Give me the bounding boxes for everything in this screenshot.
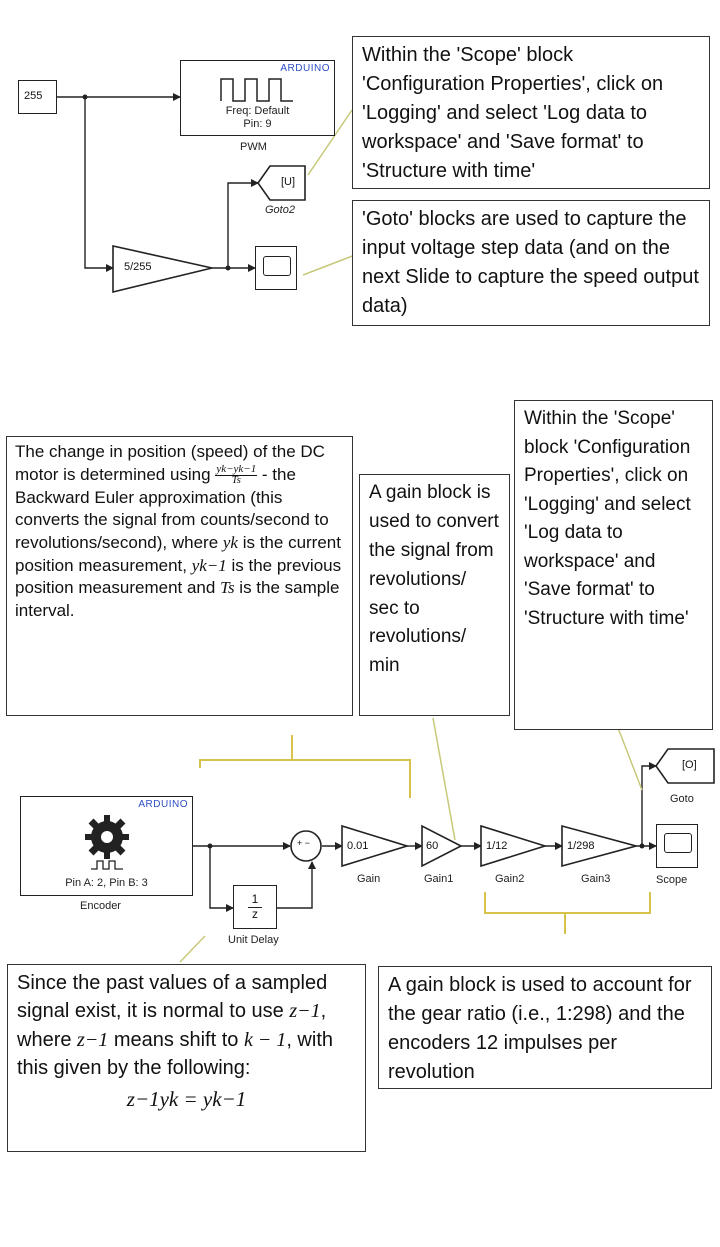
sum-signs: + − — [297, 838, 311, 848]
callout-top-goto: 'Goto' blocks are used to capture the in… — [352, 200, 710, 326]
top-junction-1 — [82, 94, 88, 100]
gain-value-0: 0.01 — [347, 840, 369, 852]
gain-name-1: Gain1 — [424, 873, 454, 885]
top-gain-triangle[interactable] — [112, 245, 213, 294]
top-goto-tag: [U] — [281, 176, 296, 188]
top-gain-value: 5/255 — [124, 261, 152, 273]
callout-top-logging: Within the 'Scope' block 'Configuration … — [352, 36, 710, 189]
callout-backward-euler: The change in position (speed) of the DC… — [6, 436, 353, 716]
pwm-block[interactable]: ARDUINO Freq: Default Pin: 9 — [180, 60, 335, 136]
bottom-junction-1 — [207, 843, 213, 849]
bottom-scope-block[interactable] — [656, 824, 698, 868]
top-goto-name: Goto2 — [265, 204, 295, 216]
unit-delay-block[interactable]: 1 z — [233, 885, 277, 929]
gain-triangle-2[interactable] — [480, 824, 548, 868]
callout-gear-ratio: A gain block is used to account for the … — [378, 966, 712, 1089]
pwm-brand: ARDUINO — [280, 63, 330, 74]
top-goto-shape[interactable] — [257, 165, 306, 201]
pwm-freq: Freq: Default — [225, 105, 290, 117]
gain-name-3: Gain3 — [581, 873, 611, 885]
encoder-brand: ARDUINO — [138, 799, 188, 810]
top-wires — [57, 93, 259, 272]
gain-value-1: 60 — [426, 840, 439, 852]
gain-triangle-3[interactable] — [561, 824, 640, 868]
pwm-pin: Pin: 9 — [243, 118, 272, 130]
unit-delay-fraction: 1 z — [234, 892, 276, 922]
bottom-goto-shape[interactable] — [655, 748, 715, 784]
callout-gain-rpm: A gain block is used to convert the sign… — [359, 474, 510, 716]
gain-value-3: 1/298 — [567, 840, 595, 852]
gain-name-0: Gain — [357, 873, 381, 885]
bottom-junction-2 — [639, 843, 645, 849]
pulse-icon — [220, 78, 293, 102]
bottom-goto-name: Goto — [670, 793, 694, 805]
top-scope-block[interactable] — [255, 246, 297, 290]
bottom-scope-name: Scope — [656, 874, 688, 886]
encoder-gear-icon — [85, 815, 129, 870]
shift-equation: z−1yk = yk−1 — [126, 1086, 247, 1111]
bottom-scope-screen — [664, 833, 692, 853]
top-scope-screen — [263, 256, 291, 276]
constant-value: 255 — [24, 90, 43, 102]
encoder-block[interactable]: ARDUINO Pin A: 2, Pin B: 3 — [20, 796, 193, 896]
bottom-wires — [193, 762, 657, 912]
gain-triangle-1[interactable] — [421, 824, 463, 868]
bottom-goto-tag: [O] — [682, 759, 697, 771]
encoder-name: Encoder — [80, 900, 121, 912]
gain-value-2: 1/12 — [486, 840, 508, 852]
pwm-name: PWM — [240, 141, 267, 153]
callout-past-values: Since the past values of a sampled signa… — [7, 964, 366, 1152]
unit-delay-name: Unit Delay — [228, 934, 279, 946]
callout-scope-logging: Within the 'Scope' block 'Configuration … — [514, 400, 713, 730]
top-leaders — [302, 109, 356, 276]
constant-block[interactable]: 255 — [18, 80, 57, 114]
top-junction-2 — [225, 265, 231, 271]
gain-triangle-0[interactable] — [341, 824, 410, 868]
bottom-leaders — [179, 717, 643, 963]
gain-name-2: Gain2 — [495, 873, 525, 885]
sum-block[interactable] — [290, 830, 322, 862]
braces — [199, 735, 651, 934]
encoder-pins: Pin A: 2, Pin B: 3 — [65, 877, 148, 889]
